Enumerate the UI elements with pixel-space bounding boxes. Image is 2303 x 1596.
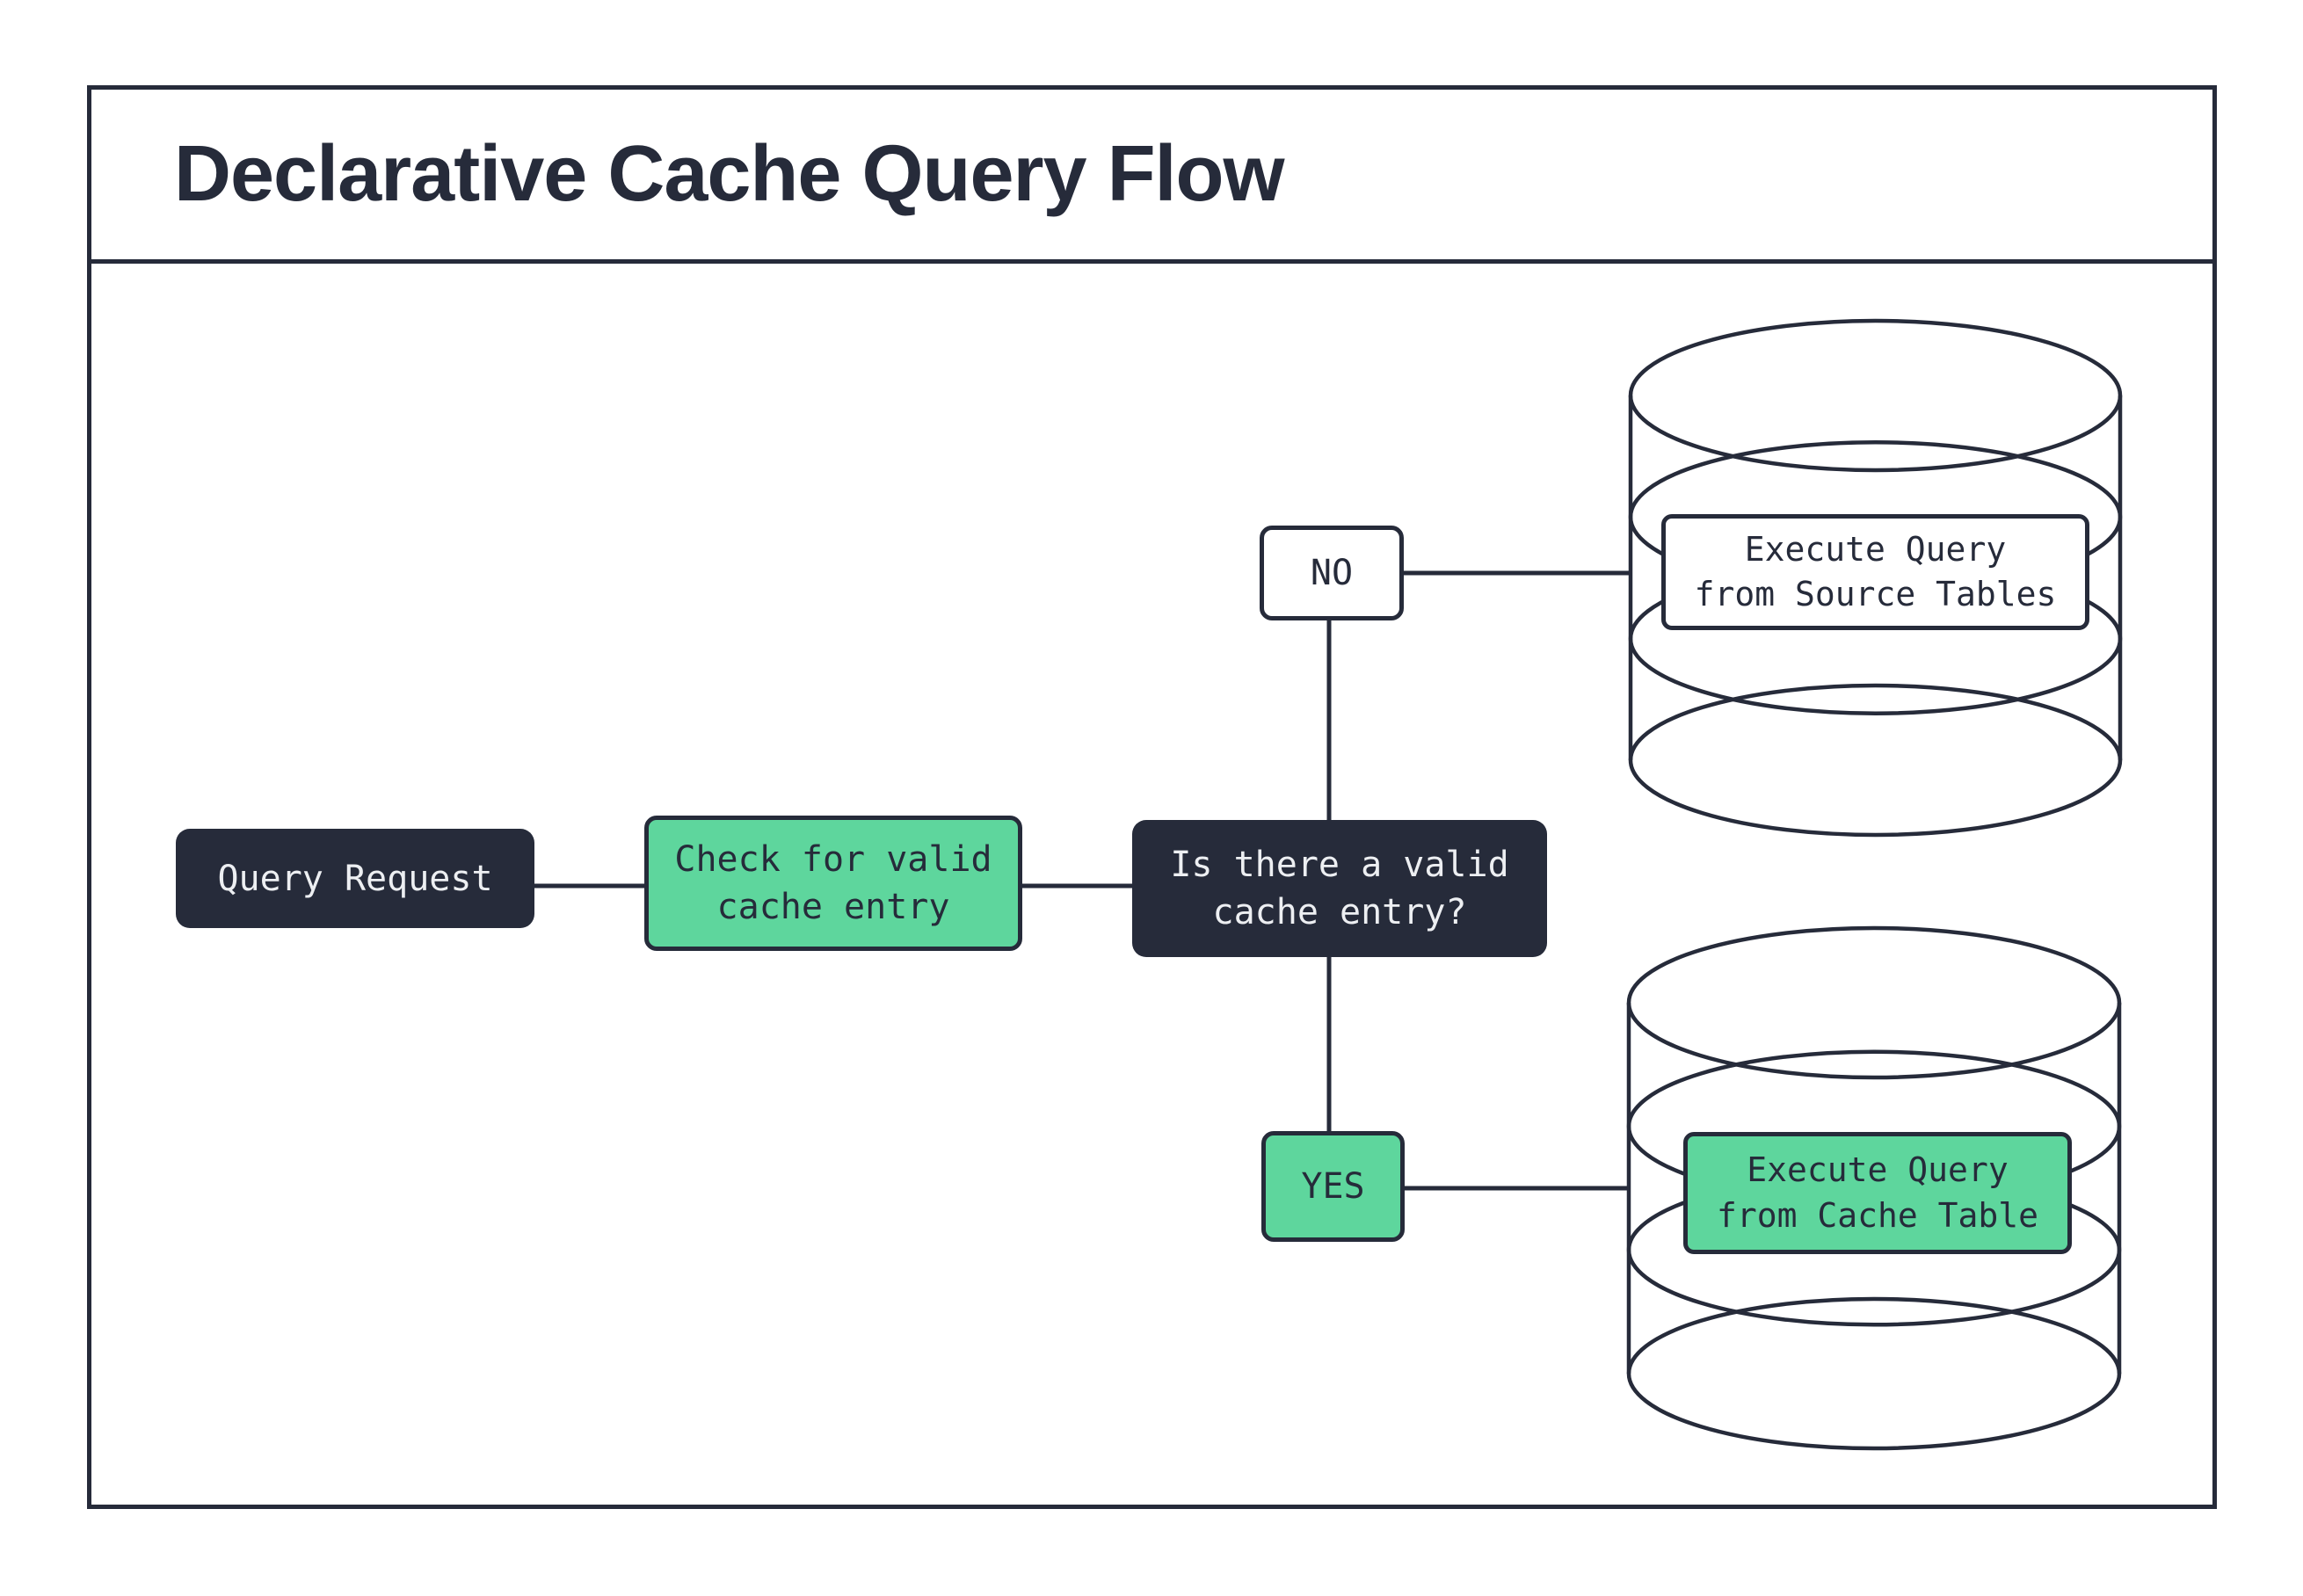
title-bar: Declarative Cache Query Flow <box>91 90 2212 264</box>
node-branch-yes-label: YES <box>1301 1166 1365 1207</box>
diagram-frame: Declarative Cache Query Flow <box>87 85 2217 1509</box>
node-query-request: Query Request <box>176 829 534 928</box>
node-decision-valid-cache-label: Is there a valid cache entry? <box>1170 845 1509 932</box>
node-execute-from-cache-label: Execute Query from Cache Table <box>1716 1150 2039 1235</box>
page-title: Declarative Cache Query Flow <box>174 130 1285 218</box>
node-check-cache-label: Check for valid cache entry <box>674 839 992 927</box>
cache-database-cylinder-icon <box>1626 925 2122 1451</box>
node-query-request-label: Query Request <box>217 858 493 899</box>
node-execute-from-cache: Execute Query from Cache Table <box>1683 1132 2072 1254</box>
node-branch-no-label: NO <box>1310 553 1354 593</box>
source-database-cylinder-icon <box>1628 318 2123 838</box>
node-check-cache: Check for valid cache entry <box>644 816 1022 951</box>
node-branch-no: NO <box>1260 526 1404 620</box>
node-execute-from-source-label: Execute Query from Source Tables <box>1694 529 2057 613</box>
node-branch-yes: YES <box>1261 1131 1405 1242</box>
flow-edges <box>534 570 1632 1191</box>
node-decision-valid-cache: Is there a valid cache entry? <box>1132 820 1547 957</box>
node-execute-from-source: Execute Query from Source Tables <box>1661 514 2089 630</box>
